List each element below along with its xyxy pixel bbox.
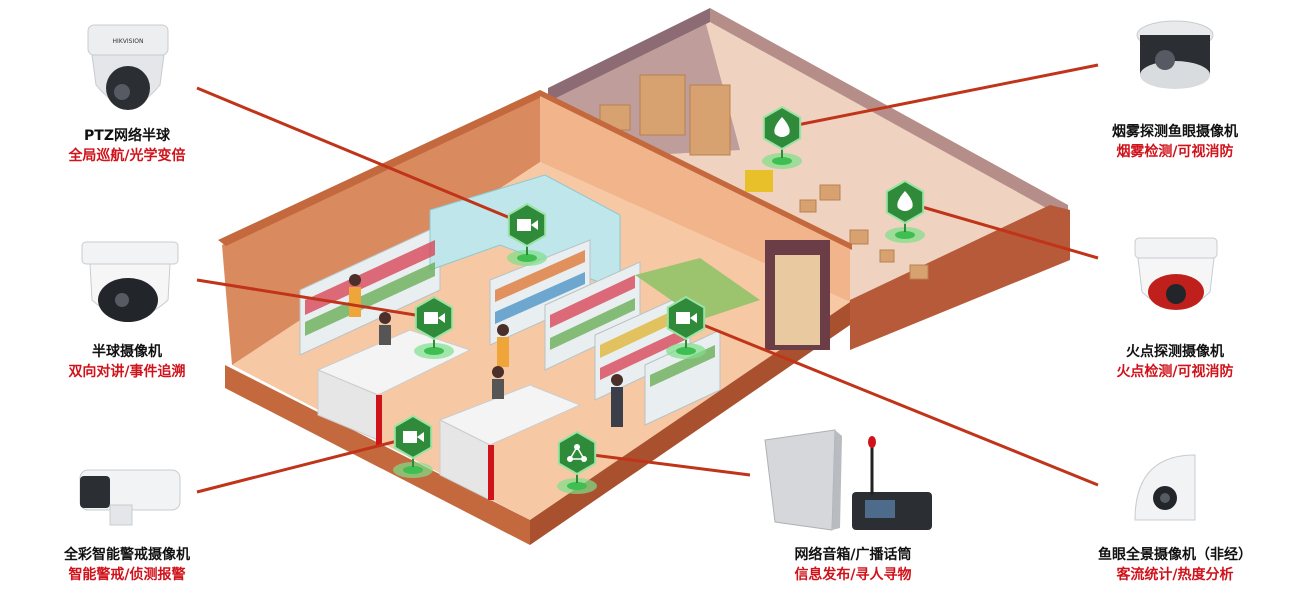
device-label-speaker: 网络音箱/广播话筒 信息发布/寻人寻物 — [733, 545, 973, 585]
fire-detection-camera-icon — [1134, 237, 1218, 310]
connector-lines — [196, 63, 1099, 494]
device-title: 全彩智能警戒摄像机 — [64, 547, 190, 563]
warehouse-boxes — [599, 74, 929, 280]
device-subtitle: 火点检测/可视消防 — [1116, 364, 1234, 380]
store-left-wall-top — [218, 90, 548, 246]
fisheye-camera-icon — [1134, 454, 1196, 521]
device-label-fisheye: 鱼眼全景摄像机（非经） 客流统计/热度分析 — [1055, 545, 1295, 585]
device-label-smoke: 烟雾探测鱼眼摄像机 烟雾检测/可视消防 — [1055, 122, 1295, 162]
device-title: 火点探测摄像机 — [1126, 344, 1224, 360]
device-label-bullet: 全彩智能警戒摄像机 智能警戒/侦测报警 — [7, 545, 247, 585]
device-subtitle: 烟雾检测/可视消防 — [1116, 144, 1234, 160]
store-floor — [232, 162, 850, 520]
warehouse-back-wall — [548, 8, 710, 102]
warehouse-right-outer — [850, 205, 1070, 350]
speaker-microphone-icon — [764, 429, 932, 531]
device-label-dome: 半球摄像机 双向对讲/事件追溯 — [7, 342, 247, 382]
device-label-fire: 火点探测摄像机 火点检测/可视消防 — [1055, 342, 1295, 382]
camera-marker-icon — [666, 295, 706, 359]
device-subtitle: 智能警戒/侦测报警 — [68, 567, 186, 583]
floor-edge-front — [225, 365, 530, 545]
loading-door-inner — [775, 255, 820, 345]
broadcast-marker-icon — [557, 430, 597, 494]
shelf-products — [305, 240, 715, 387]
smoke-fisheye-camera-icon — [1136, 20, 1214, 89]
people — [349, 274, 623, 427]
device-title: 烟雾探测鱼眼摄像机 — [1112, 124, 1238, 140]
device-title: 鱼眼全景摄像机（非经） — [1098, 547, 1252, 563]
brand-logo: HIKVISION — [113, 38, 144, 45]
bullet-camera-icon — [79, 469, 181, 526]
fire-marker-icon — [762, 105, 802, 169]
device-subtitle: 信息发布/寻人寻物 — [794, 567, 912, 583]
device-subtitle: 全局巡航/光学变倍 — [68, 148, 186, 164]
forklift — [745, 170, 773, 192]
device-subtitle: 双向对讲/事件追溯 — [68, 364, 186, 380]
fire-marker-icon — [885, 179, 925, 243]
dome-camera-icon — [81, 241, 179, 322]
ptz-camera-icon: HIKVISION — [87, 24, 169, 110]
device-title: 半球摄像机 — [92, 344, 162, 360]
device-title: PTZ网络半球 — [84, 128, 170, 144]
camera-marker-icon — [414, 295, 454, 359]
device-label-ptz: PTZ网络半球 全局巡航/光学变倍 — [7, 126, 247, 166]
partition-wall-top — [540, 90, 852, 250]
device-title: 网络音箱/广播话筒 — [794, 547, 912, 563]
floor-edge-right — [530, 302, 850, 545]
camera-marker-icon — [507, 202, 547, 266]
camera-marker-icon — [393, 414, 433, 478]
device-subtitle: 客流统计/热度分析 — [1116, 567, 1234, 583]
warehouse-right-wall — [710, 8, 1068, 220]
